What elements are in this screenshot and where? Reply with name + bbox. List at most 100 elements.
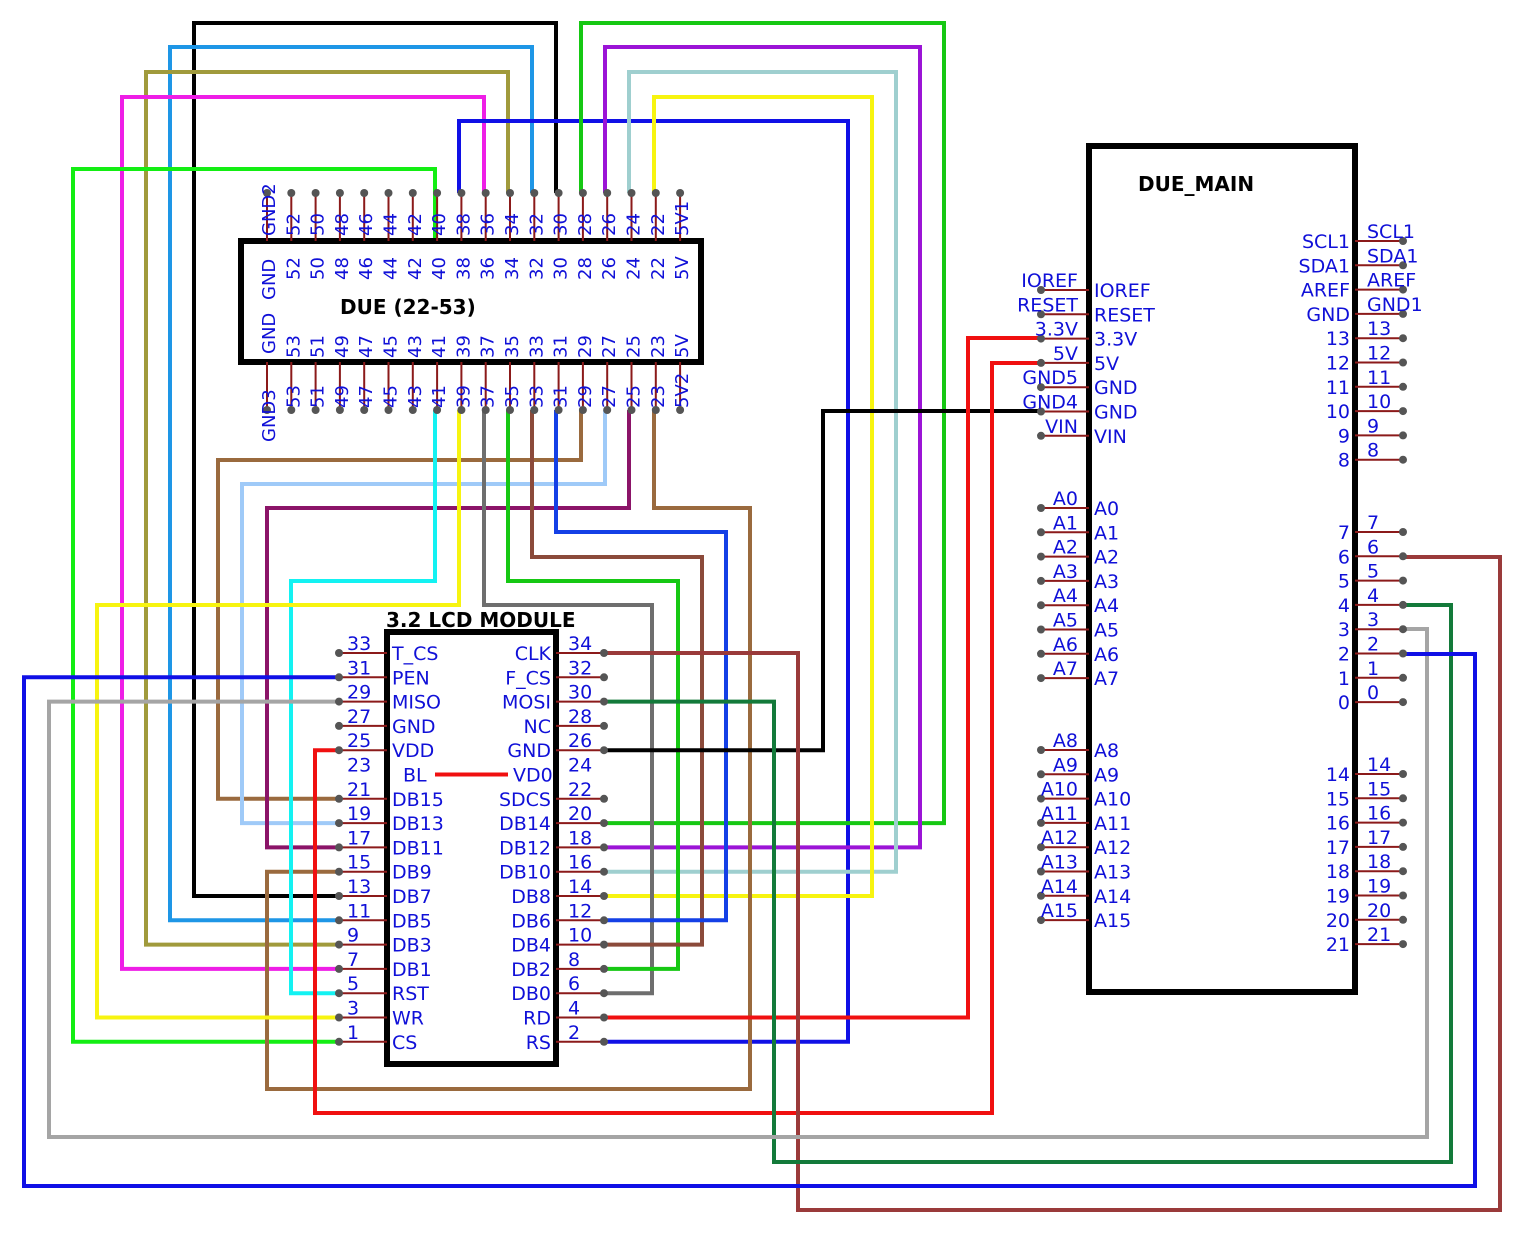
- lcd-left-pin-dot: [335, 673, 343, 682]
- wire-green-35-db2[interactable]: [506, 410, 680, 971]
- wire-red-33v-rd[interactable]: [604, 336, 1041, 1020]
- wire-black-30-db7[interactable]: [192, 21, 558, 898]
- main-left-pin-dot: [1037, 504, 1045, 512]
- wire-lightgray-3-miso[interactable]: [47, 627, 1429, 1139]
- lcd-right-pin-number: 8: [568, 949, 580, 971]
- due-bottom-inner-label: 37: [478, 335, 499, 358]
- wire-skyblue-32-db5[interactable]: [168, 45, 534, 923]
- wire-brown-29-db15[interactable]: [216, 410, 583, 801]
- main-right-inner-label: 7: [1338, 522, 1350, 544]
- due-bottom-pin-dot: [408, 406, 417, 414]
- main-left-inner-label: IOREF: [1094, 280, 1151, 302]
- main-right-pin-dot: [1399, 915, 1407, 924]
- lcd-left-pin-name: RST: [392, 983, 429, 1005]
- main-right-pin-dot: [1399, 625, 1407, 634]
- wire-maroon-6-clk[interactable]: [604, 555, 1502, 1212]
- due-top-outer-label: 44: [381, 213, 402, 236]
- wire-black-gnd[interactable]: [604, 409, 1041, 753]
- wire-blue-2-pen[interactable]: [22, 652, 1477, 1188]
- main-right-pin-dot: [1399, 842, 1407, 851]
- main-left-outer-label: A5: [1053, 610, 1078, 632]
- lcd-left-pin-dot: [335, 1013, 343, 1022]
- main-right-pin-dot: [1399, 794, 1407, 803]
- due-bottom-pin-dot: [554, 406, 563, 414]
- main-right-pin-dot: [1399, 407, 1407, 416]
- main-left-outer-label: A13: [1041, 852, 1078, 874]
- due-bottom-outer-label: 35: [502, 385, 523, 408]
- main-right-inner-label: 15: [1326, 788, 1350, 810]
- lcd-left-pin-name: VDD: [392, 740, 434, 762]
- main-right-outer-label: GND1: [1367, 294, 1423, 316]
- due-top-inner-label: 50: [308, 257, 329, 280]
- wire-yellow-39-wr[interactable]: [95, 410, 461, 1020]
- main-left-inner-label: A5: [1094, 620, 1119, 642]
- wire-lightblue-27-db13[interactable]: [240, 410, 607, 826]
- due-top-outer-label: 28: [575, 213, 596, 236]
- main-right-outer-label: 13: [1367, 318, 1391, 340]
- lcd-right-pin-name: SDCS: [499, 789, 551, 811]
- wire-purple-26-db12[interactable]: [603, 45, 922, 850]
- lcd-right-pin-dot: [600, 721, 608, 730]
- wire-yellow-22-db8[interactable]: [604, 95, 874, 898]
- lcd-left-pin-number: 5: [347, 973, 359, 995]
- due-top-pin-dot: [287, 189, 296, 197]
- wire-sienna-33-db4[interactable]: [530, 410, 704, 947]
- lcd-left-pin-dot: [335, 989, 343, 998]
- lcd-right-pin-name: DB0: [511, 983, 551, 1005]
- due-bottom-pin-dot: [335, 406, 344, 414]
- main-right-outer-label: 7: [1367, 512, 1379, 534]
- due-top-outer-label: 52: [283, 213, 304, 236]
- main-left-outer-label: A14: [1041, 876, 1078, 898]
- main-right-inner-label: 9: [1338, 425, 1350, 447]
- wire-magenta-36-db1[interactable]: [120, 95, 486, 971]
- main-right-outer-label: 17: [1367, 827, 1391, 849]
- wire-forest-4-mosi[interactable]: [604, 603, 1453, 1164]
- main-right-pin-dot: [1399, 673, 1407, 682]
- due-bottom-inner-label: 41: [429, 335, 450, 358]
- main-left-pin-dot: [1037, 818, 1045, 827]
- wire-blue-38-rs[interactable]: [457, 119, 850, 1044]
- wires-layer: [22, 21, 1502, 1212]
- due-bottom-pin-dot: [530, 406, 539, 414]
- main-right-inner-label: SCL1: [1302, 231, 1350, 253]
- due-bottom-pin-dot: [457, 406, 466, 414]
- due-bottom-outer-label: 5V2: [672, 373, 693, 408]
- wire-brown-23-db9[interactable]: [265, 410, 752, 1091]
- due-top-outer-label: 42: [405, 213, 426, 236]
- main-left-pin-dot: [1037, 843, 1045, 852]
- due-bottom-inner-label: 25: [624, 335, 645, 358]
- main-left-pin-dot: [1037, 383, 1045, 392]
- wire-darkgreen-28-db14[interactable]: [579, 21, 946, 826]
- lcd-right-pin-dot: [600, 1037, 608, 1046]
- main-right-outer-label: 8: [1367, 440, 1379, 462]
- due-bottom-pin-dot: [263, 406, 271, 414]
- due-bottom-pin-dot: [627, 406, 636, 414]
- lcd-left-pin-number: 19: [347, 803, 371, 825]
- lcd-left-pin-name: DB13: [392, 813, 444, 835]
- main-left-inner-label: A6: [1094, 644, 1119, 666]
- main-left-pin-dot: [1037, 794, 1045, 803]
- wire-cyan-41-rst[interactable]: [289, 410, 437, 996]
- due-top-pin-dot: [651, 189, 660, 197]
- main-left-pin-dot: [1037, 528, 1045, 537]
- due-top-inner-label: 28: [575, 257, 596, 280]
- lcd-left-pin-number: 9: [347, 925, 359, 947]
- lcd-right-pin-number: 28: [568, 706, 592, 728]
- wire-red-5v-vdd[interactable]: [313, 361, 1041, 1115]
- wire-olive-34-db3[interactable]: [144, 70, 510, 947]
- lcd-right-pin-name: DB14: [499, 813, 551, 835]
- due-top-outer-label: 24: [624, 213, 645, 236]
- due-top-outer-label: 26: [599, 213, 620, 236]
- main-right-pin-dot: [1399, 237, 1407, 245]
- main-right-outer-label: 6: [1367, 536, 1379, 558]
- wire-royal-31-db6[interactable]: [554, 410, 728, 923]
- due-bottom-pin-dot: [578, 406, 587, 414]
- lcd-right-pin-dot: [600, 746, 608, 755]
- main-right-pin-dot: [1399, 334, 1407, 343]
- main-right-inner-label: 1: [1338, 668, 1350, 690]
- due-main-body: [1086, 143, 1358, 995]
- lcd-left-pin-dot: [335, 697, 343, 706]
- wire-gray-37-db0[interactable]: [482, 410, 654, 996]
- due-bottom-pin-dot: [603, 406, 612, 414]
- due-top-pin-dot: [554, 189, 563, 197]
